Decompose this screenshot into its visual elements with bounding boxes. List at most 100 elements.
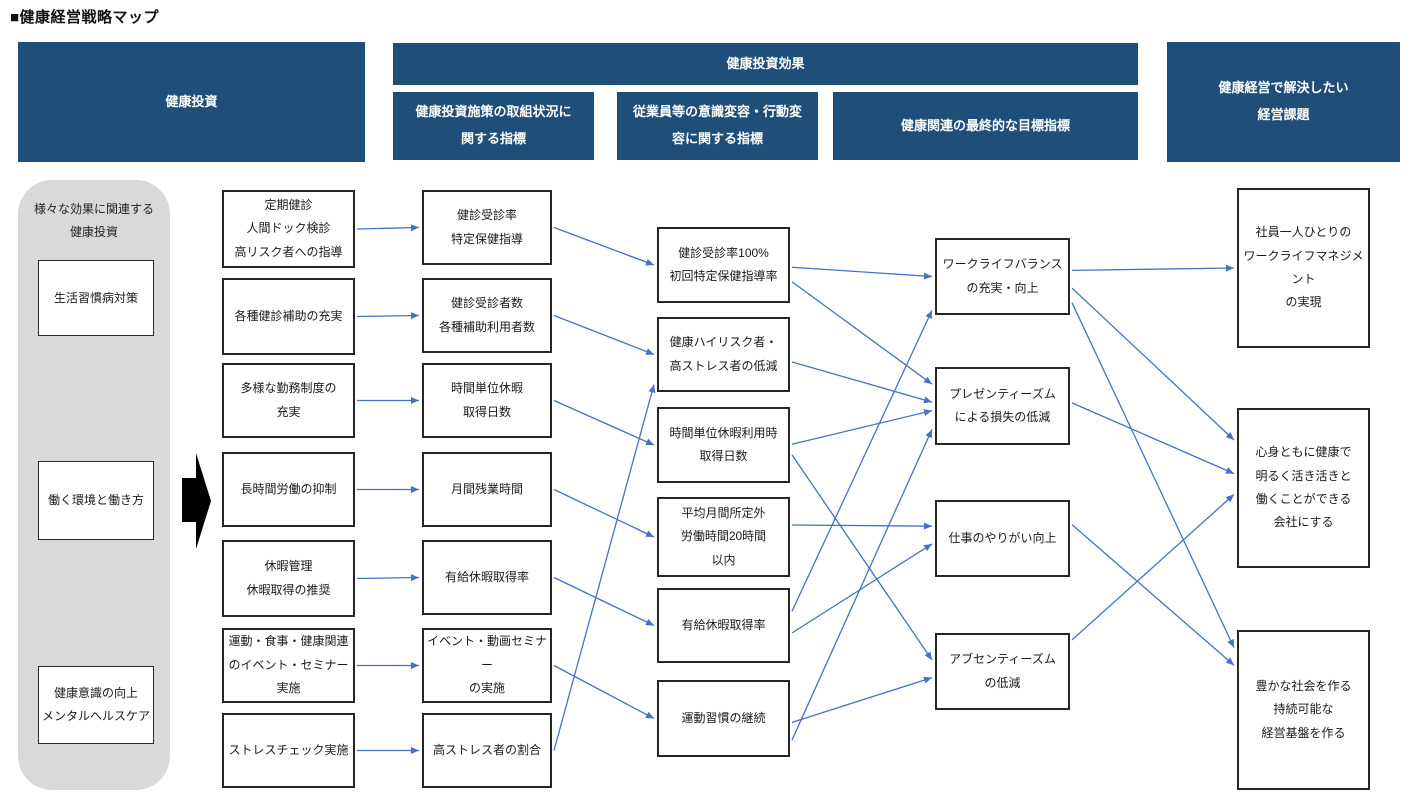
health-awareness-box: 健康意識の向上メンタルヘルスケア (38, 666, 154, 744)
edge-arrow-b5-c5 (553, 576, 655, 627)
box-text-line: 明るく活き活きと (1255, 468, 1352, 483)
box-text-line: 容に関する指標 (671, 131, 763, 146)
box-text-line: 持続可能な (1273, 702, 1334, 717)
health-event-seminar-box: 運動・食事・健康関連のイベント・セミナー実施 (222, 628, 355, 703)
hourly-leave-days-box: 時間単位休暇取得日数 (422, 363, 552, 438)
edge-arrow-c4-d3 (791, 522, 933, 530)
box-text-line: 会社にする (1273, 515, 1334, 530)
box-text-line: の実施 (468, 681, 505, 696)
box-text-line: 休暇取得の推奨 (246, 582, 331, 597)
box-text-line: イベント・動画セミナー (426, 634, 547, 672)
lifestyle-disease-box: 生活習慣病対策 (38, 260, 154, 336)
box-text-line: 健康関連の最終的な目標指標 (900, 117, 1070, 133)
box-text-line: 長時間労働の抑制 (240, 481, 337, 496)
box-text-line: 有給休暇取得率 (681, 617, 766, 632)
presenteeism-reduction-box: プレゼンティーズムによる損失の低減 (935, 367, 1070, 445)
box-text-line: 以内 (711, 552, 736, 567)
box-text-line: 休暇管理 (264, 559, 313, 574)
edge-arrow-d2-e2 (1071, 402, 1235, 475)
box-text-line: アブセンティーズム (949, 652, 1056, 667)
edge-arrow-c6-d2 (791, 429, 933, 741)
box-text-line: 取得日数 (699, 449, 748, 463)
flexible-work-system-box: 多様な勤務制度の充実 (222, 363, 355, 438)
healthy-vibrant-company-box: 心身ともに健康で明るく活き活きと働くことができる会社にする (1237, 408, 1370, 568)
box-text-line: 健康投資 (165, 93, 218, 109)
flow-block-arrow (182, 453, 211, 549)
box-text-line: 運動習慣の継続 (681, 710, 766, 725)
box-text-line: 生活習慣病対策 (53, 290, 138, 305)
box-text-line: 健康投資 (69, 224, 118, 239)
high-stress-ratio-box: 高ストレス者の割合 (422, 713, 552, 788)
high-risk-reduction-box: 健康ハイリスク者・高ストレス者の低減 (657, 317, 790, 392)
box-text-line: ストレスチェック実施 (228, 742, 349, 757)
regular-checkup-box: 定期健診人間ドック検診高リスク者への指導 (222, 190, 355, 268)
box-text-line: 健康投資効果 (726, 55, 805, 71)
box-text-line: 健診受診率100% (678, 245, 769, 260)
box-text-line: 平均月間所定外 (681, 505, 766, 520)
box-text-line: の低減 (984, 675, 1021, 690)
box-text-line: 健康投資施策の取組状況に (415, 104, 572, 120)
box-text-line: 各種健診補助の充実 (234, 308, 343, 323)
checkup-rate-100-box: 健診受診率100% 初回特定保健指導率 (657, 227, 790, 303)
hourly-leave-usage-box: 時間単位休暇利用時取得日数 (657, 407, 790, 483)
edge-arrow-d1-e2 (1071, 287, 1235, 441)
edge-arrow-a5-b5 (356, 574, 420, 582)
box-text-line: 月間残業時間 (450, 481, 523, 496)
stress-check-box: ストレスチェック実施 (222, 713, 355, 788)
box-text-line: 健診受診率 (456, 208, 517, 223)
edge-arrow-c5-d1 (791, 310, 933, 612)
page-title: ■健康経営戦略マップ (10, 9, 160, 26)
panel-label: 様々な効果に関連する健康投資 (18, 198, 170, 244)
box-text-line: 関する指標 (460, 131, 526, 146)
paid-leave-rate-box: 有給休暇取得率 (422, 540, 552, 615)
box-text-line: メンタルヘルスケア (41, 709, 150, 723)
edge-arrow-c3-d2 (791, 409, 933, 445)
box-text-line: プレゼンティーズム (949, 386, 1056, 401)
box-text-line: 労働時間20時間 (680, 529, 767, 544)
job-satisfaction-box: 仕事のやりがい向上 (935, 500, 1070, 577)
edge-arrow-c6-d4 (791, 676, 933, 723)
box-text-line: 時間単位休暇 (450, 381, 523, 396)
overtime-reduction-box: 長時間労働の抑制 (222, 452, 355, 527)
edge-arrow-b4-c4 (553, 488, 655, 538)
box-text-line: 特定保健指導 (450, 231, 523, 246)
event-video-seminar-box: イベント・動画セミナーの実施 (422, 628, 552, 703)
box-text-line: 高リスク者への指導 (234, 244, 343, 259)
box-text-line: のイベント・セミナー実施 (228, 657, 349, 696)
leave-management-box: 休暇管理休暇取得の推奨 (222, 540, 355, 617)
edge-arrow-b6-c6 (553, 664, 655, 720)
box-text-line: 経営課題 (1257, 107, 1310, 122)
checkup-subsidy-box: 各種健診補助の充実 (222, 278, 355, 355)
box-text-line: 時間単位休暇利用時 (669, 425, 778, 440)
box-text-line: 健診受診者数 (450, 296, 523, 311)
header-management-issues: 健康経営で解決したい経営課題 (1167, 42, 1400, 162)
edge-arrow-c1-d2 (791, 281, 933, 385)
box-text-line: 取得日数 (462, 404, 511, 419)
box-text-line: 人間ドック検診 (246, 221, 331, 236)
edge-arrow-b1-c1 (553, 226, 655, 266)
edge-arrow-b3-c3 (553, 399, 655, 446)
edge-arrow-c3-d4 (791, 454, 933, 661)
box-text-line: の実現 (1285, 295, 1322, 310)
edge-arrow-a1-b1 (356, 224, 420, 232)
individual-work-life-management-box: 社員一人ひとりのワークライフマネジメントの実現 (1237, 188, 1370, 348)
box-text-line: ワークライフマネジメント (1243, 248, 1364, 286)
header-initiative-status-indicator: 健康投資施策の取組状況に関する指標 (393, 92, 594, 160)
checkup-rate-indicator-box: 健診受診率特定保健指導 (422, 190, 552, 265)
box-text-line: 充実 (276, 404, 301, 419)
box-text-line: 高ストレス者の割合 (432, 742, 541, 757)
overtime-within-20h-box: 平均月間所定外労働時間20時間以内 (657, 497, 790, 577)
box-text-line: の充実・向上 (966, 280, 1039, 295)
box-text-line: 初回特定保健指導率 (669, 269, 778, 283)
box-text-line: 健康経営で解決したい (1218, 80, 1349, 96)
box-text-line: 働く環境と働き方 (47, 493, 144, 508)
sustainable-foundation-box: 豊かな社会を作る持続可能な経営基盤を作る (1237, 630, 1370, 790)
box-text-line: 働くことができる (1255, 492, 1352, 506)
investment-category-panel: 様々な効果に関連する健康投資生活習慣病対策働く環境と働き方健康意識の向上メンタル… (18, 180, 170, 790)
box-text-line: 従業員等の意識変容・行動変 (632, 104, 802, 120)
edge-arrow-a2-b2 (356, 312, 420, 320)
edge-arrow-d1-e1 (1071, 264, 1235, 272)
box-text-line: 高ストレス者の低減 (669, 358, 778, 373)
monthly-overtime-box: 月間残業時間 (422, 452, 552, 527)
